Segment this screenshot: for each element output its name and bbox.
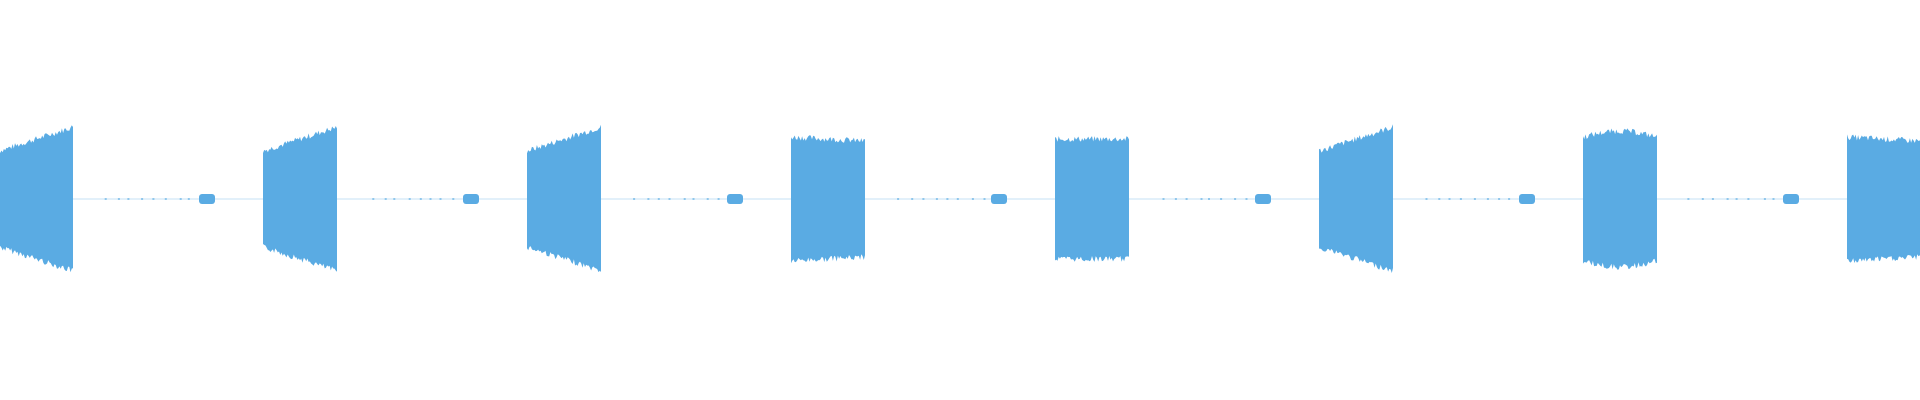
waveform-noise-dot	[1726, 198, 1729, 200]
waveform-noise-dot	[127, 198, 130, 200]
waveform-noise-dot	[179, 198, 182, 200]
waveform-noise-dot	[1448, 198, 1451, 200]
waveform-noise-dot	[439, 198, 442, 200]
waveform-noise-dot	[668, 198, 671, 200]
waveform-noise-dot	[983, 198, 986, 200]
waveform-noise-dot	[419, 198, 422, 200]
waveform-noise-dot	[647, 198, 650, 200]
waveform-noise-dot	[1438, 198, 1441, 200]
waveform-burst	[527, 124, 601, 273]
waveform-burst	[1583, 128, 1657, 270]
waveform-blip	[1255, 194, 1271, 204]
waveform-noise-dot	[1220, 198, 1223, 200]
waveform-noise-dot	[452, 198, 455, 200]
waveform-noise-dot	[372, 198, 375, 200]
waveform-noise-dot	[1735, 198, 1738, 200]
waveform-noise-dot	[1185, 198, 1188, 200]
waveform-noise-dot	[1763, 198, 1766, 200]
waveform-noise-dot	[164, 198, 167, 200]
waveform-noise-dot	[1208, 198, 1210, 200]
waveform-noise-dot	[152, 198, 155, 200]
waveform-noise-dot	[1508, 198, 1511, 200]
waveform-burst	[263, 126, 337, 272]
waveform-burst	[1847, 134, 1920, 263]
waveform-noise-dot	[141, 198, 144, 200]
waveform-noise-dot	[1687, 198, 1690, 200]
waveform-ticks	[104, 194, 1799, 204]
waveform-bursts	[0, 124, 1920, 273]
waveform-noise-dot	[1162, 198, 1165, 200]
waveform-noise-dot	[1772, 198, 1775, 200]
waveform-noise-dot	[922, 198, 925, 200]
waveform-burst	[1055, 136, 1129, 262]
waveform-noise-dot	[117, 198, 120, 200]
waveform-noise-dot	[1425, 198, 1428, 200]
waveform-blip	[199, 194, 215, 204]
waveform-noise-dot	[1459, 198, 1462, 200]
waveform-noise-dot	[911, 198, 914, 200]
waveform-noise-dot	[683, 198, 686, 200]
waveform-noise-dot	[1200, 198, 1203, 200]
waveform-noise-dot	[706, 198, 709, 200]
waveform-noise-dot	[1701, 198, 1704, 200]
waveform-noise-dot	[1174, 198, 1177, 200]
waveform-noise-dot	[1711, 198, 1714, 200]
waveform-noise-dot	[1747, 198, 1750, 200]
waveform-noise-dot	[1498, 198, 1501, 200]
waveform-noise-dot	[897, 198, 900, 200]
waveform-blip	[727, 194, 743, 204]
waveform-noise-dot	[393, 198, 396, 200]
waveform-burst	[791, 135, 865, 264]
waveform-noise-dot	[187, 198, 190, 200]
waveform-noise-dot	[1486, 198, 1489, 200]
waveform-noise-dot	[971, 198, 974, 200]
waveform-noise-dot	[1234, 198, 1237, 200]
waveform-noise-dot	[935, 198, 938, 200]
waveform-blip	[1519, 194, 1535, 204]
waveform-noise-dot	[692, 198, 695, 200]
waveform-noise-dot	[657, 198, 660, 200]
waveform-noise-dot	[717, 198, 720, 200]
waveform-noise-dot	[429, 198, 432, 200]
waveform-blip	[991, 194, 1007, 204]
waveform-burst	[0, 125, 73, 273]
waveform-noise-dot	[384, 198, 387, 200]
waveform-noise-dot	[1245, 198, 1248, 200]
waveform-noise-dot	[946, 198, 949, 200]
waveform-noise-dot	[633, 198, 636, 200]
waveform-blip	[1783, 194, 1799, 204]
waveform-burst	[1319, 124, 1393, 273]
waveform-noise-dot	[1473, 198, 1476, 200]
waveform-noise-dot	[104, 198, 107, 200]
waveform-noise-dot	[956, 198, 959, 200]
waveform-blip	[463, 194, 479, 204]
waveform-noise-dot	[408, 198, 411, 200]
